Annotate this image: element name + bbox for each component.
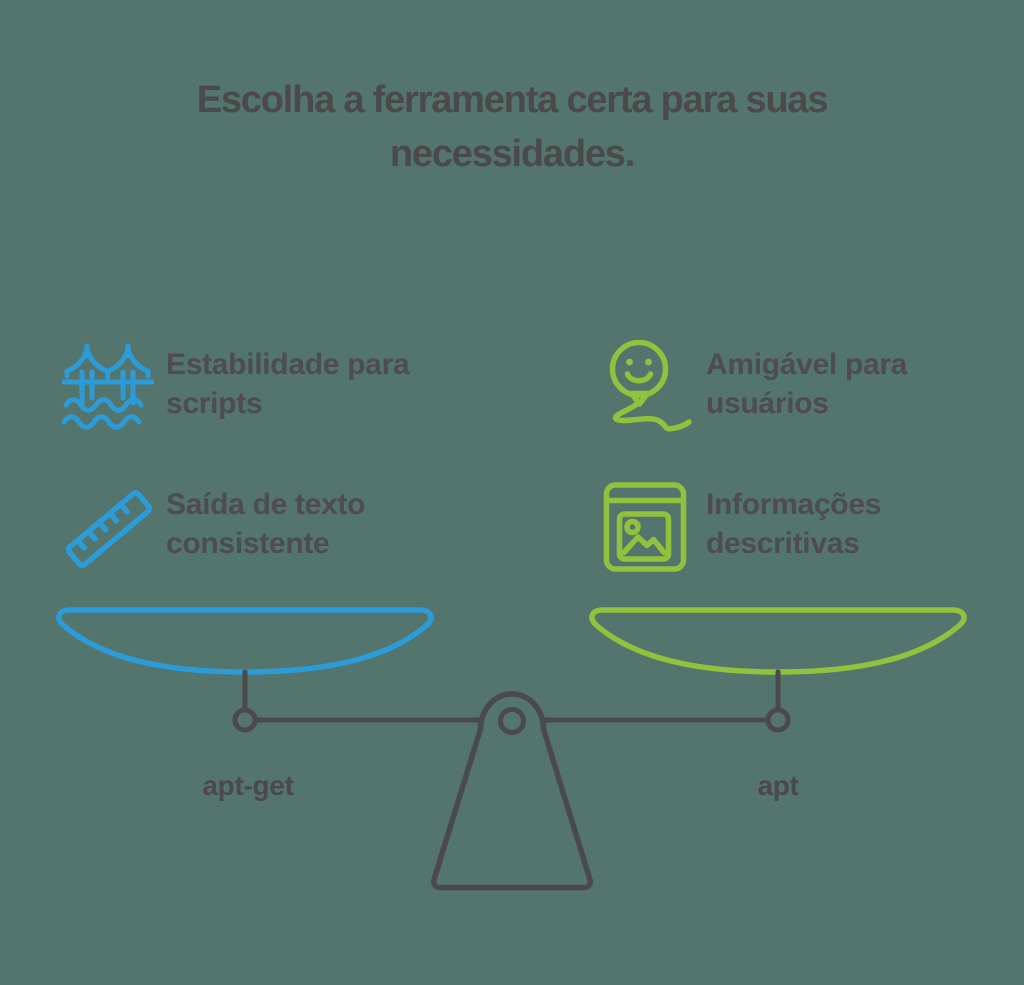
feature-label-consistent-output: Saída de texto consistente [166,488,366,560]
feature-label-descriptive-info: Informações descritivas [706,488,882,560]
pivot-circle [498,707,526,735]
balloon-smiley-icon [598,338,706,438]
feature-row-user-friendly: Amigável para usuários [598,338,958,438]
pan-label-apt: apt [757,770,799,801]
pan-label-apt-get: apt-get [202,770,294,801]
left-hinge [232,707,258,733]
balance-scale [56,607,967,891]
right-hinge [765,707,791,733]
left-pan [56,607,434,675]
feature-row-consistent-output: Saída de texto consistente [58,478,418,573]
feature-label-user-friendly: Amigável para usuários [706,348,908,420]
feature-label-stability: Estabilidade para scripts [166,348,410,420]
bridge-icon [58,338,166,431]
right-pan [589,607,967,675]
page-title: Escolha a ferramenta certa para suas nec… [196,79,829,175]
ruler-icon [58,478,166,573]
picture-book-icon [598,478,706,573]
feature-row-stability: Estabilidade para scripts [58,338,418,431]
fulcrum [431,691,593,891]
feature-row-descriptive-info: Informações descritivas [598,478,958,573]
